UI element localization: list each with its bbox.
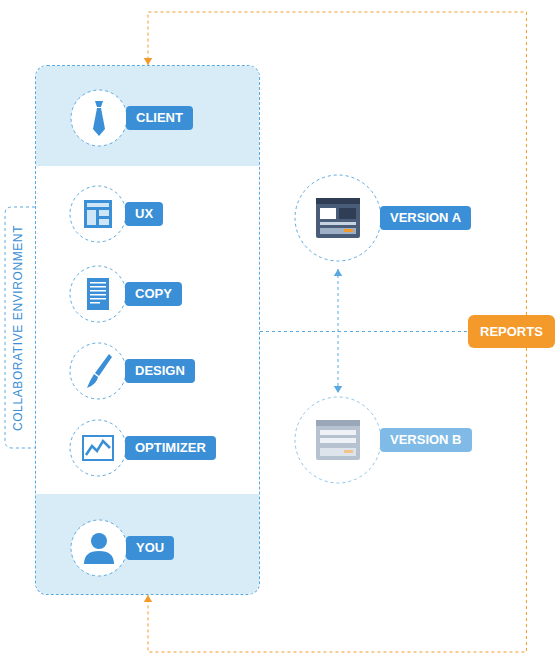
role-node: DESIGN [69,342,207,400]
group-label: COLLABORATIVE ENVIRONMENT [11,222,25,434]
icon-circle [69,419,127,481]
role-node: VERSION A [294,174,483,262]
icon-circle [69,265,127,327]
role-label: DESIGN [125,359,195,383]
role-band: CLIENT [36,66,259,166]
connector-line [260,331,468,332]
role-label: VERSION B [380,428,472,452]
role-label: OPTIMIZER [125,436,216,460]
arrow-head [144,58,152,65]
reports-pill: REPORTS [468,315,555,348]
icon-circle [69,342,127,404]
icon-circle [294,174,382,266]
role-band: YOU [36,494,259,594]
role-label: YOU [126,536,174,560]
group-bracket [5,207,35,448]
role-node: UX [69,185,175,243]
arrow-head [334,386,342,393]
role-label: COPY [125,282,182,306]
icon-circle [70,519,128,581]
reports-label: REPORTS [480,324,543,339]
role-node: COPY [69,265,194,323]
collaboration-group: COLLABORATIVE ENVIRONMENTCLIENTUXCOPYDES… [35,65,260,595]
icon-circle [294,396,382,488]
icon-circle [69,185,127,247]
arrow-head [144,595,152,602]
icon-circle [70,89,128,151]
role-label: UX [125,202,163,226]
role-label: VERSION A [380,206,471,230]
role-label: CLIENT [126,106,193,130]
role-node: VERSION B [294,396,484,484]
connector [260,331,468,332]
role-node: OPTIMIZER [69,419,228,477]
arrow-head [334,269,342,276]
